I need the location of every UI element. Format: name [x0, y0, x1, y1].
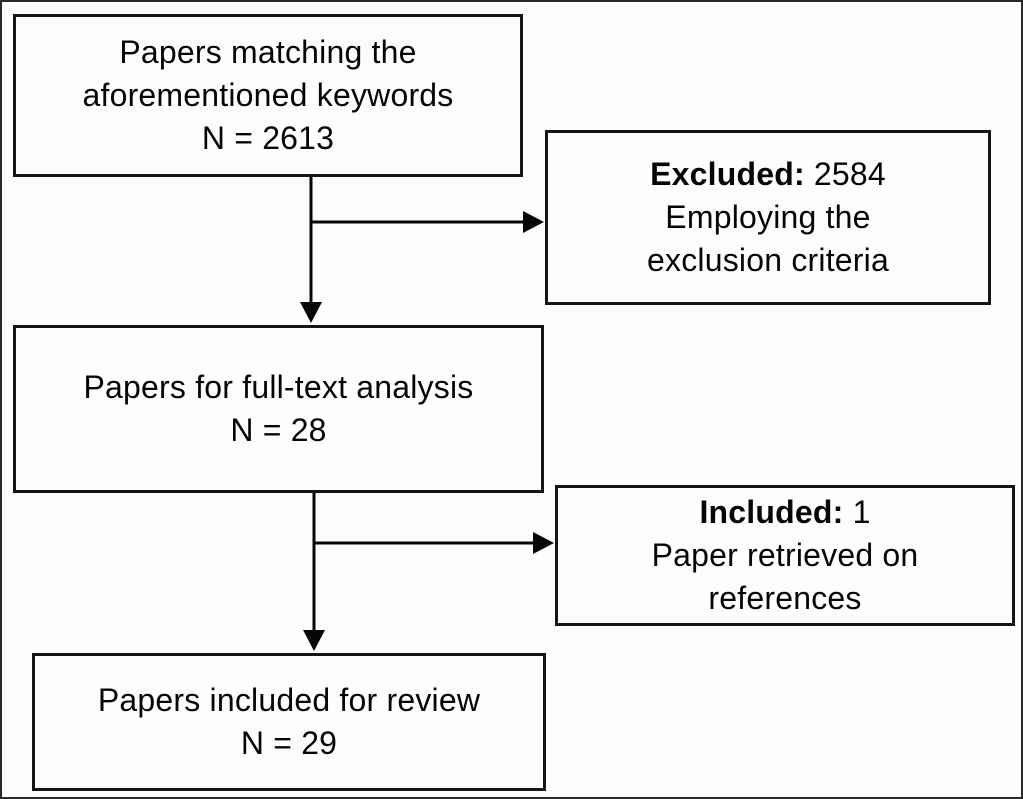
- box-excluded: Excluded: 2584 Employing the exclusion c…: [545, 130, 991, 305]
- review-count: N = 29: [240, 725, 338, 761]
- keywords-count: N = 2613: [201, 120, 335, 156]
- box-papers-full-text-analysis: Papers for full-text analysis N = 28: [13, 325, 544, 493]
- box-papers-matching-keywords: Papers matching the aforementioned keywo…: [13, 14, 523, 177]
- arrow-keywords-to-excluded: [311, 211, 544, 233]
- fulltext-count: N = 28: [230, 412, 327, 448]
- included-line-1: Paper retrieved on: [651, 537, 919, 573]
- review-line-1: Papers included for review: [97, 682, 481, 718]
- excluded-line-1: Employing the: [665, 199, 871, 235]
- box-included: Included: 1 Paper retrieved on reference…: [555, 485, 1015, 626]
- excluded-line-2: exclusion criteria: [647, 242, 889, 278]
- included-count: 1: [852, 494, 871, 530]
- excluded-count: 2584: [813, 156, 886, 192]
- fulltext-line-1: Papers for full-text analysis: [83, 369, 474, 405]
- included-count-line: Included: 1: [699, 491, 870, 534]
- keywords-line-1: Papers matching the: [119, 34, 417, 70]
- included-line-2: references: [708, 580, 862, 616]
- arrow-fulltext-to-review: [303, 491, 325, 651]
- keywords-line-2: aforementioned keywords: [82, 77, 454, 113]
- box-papers-included-review: Papers included for review N = 29: [32, 653, 546, 791]
- excluded-label: Excluded:: [650, 156, 805, 192]
- excluded-count-line: Excluded: 2584: [650, 153, 886, 196]
- arrow-keywords-to-fulltext: [300, 175, 322, 323]
- arrow-fulltext-to-included: [314, 532, 554, 554]
- included-label: Included:: [699, 494, 844, 530]
